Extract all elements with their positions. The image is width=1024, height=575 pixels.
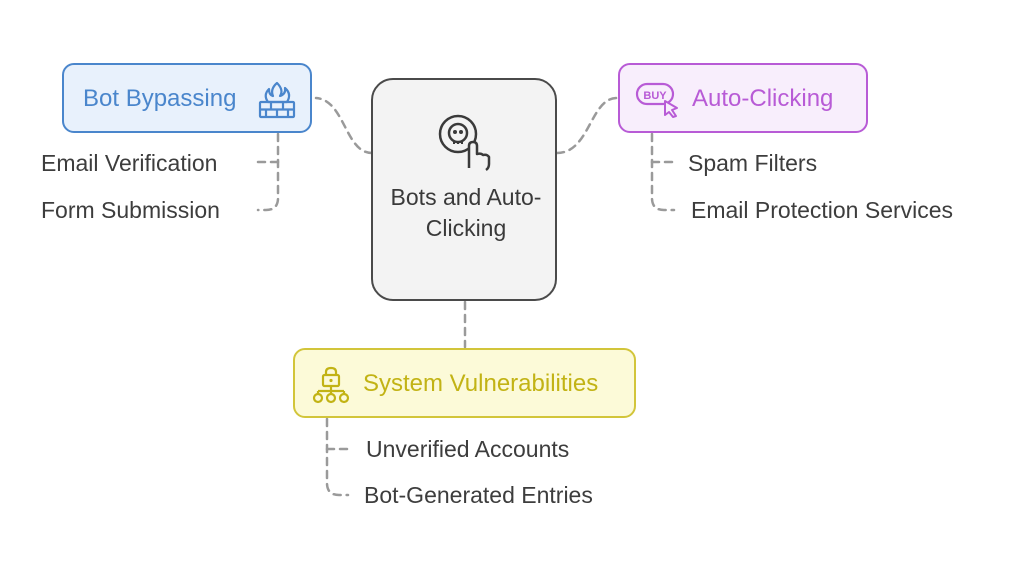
svg-text:BUY: BUY (643, 90, 667, 102)
connector-center-auto (555, 96, 619, 155)
network-lock-icon (312, 366, 350, 404)
center-node: Bots and Auto-Clicking (371, 78, 557, 301)
firewall-fire-icon (258, 81, 296, 119)
connector-bot-items (256, 132, 280, 212)
skull-click-icon (438, 114, 491, 172)
bot-bypassing-item: Email Verification (41, 150, 218, 176)
connector-sys-items (325, 417, 350, 497)
auto-clicking-node: BUY Auto-Clicking (618, 63, 868, 133)
buy-cursor-icon: BUY (635, 82, 678, 118)
auto-clicking-item: Email Protection Services (691, 197, 954, 223)
system-vulnerabilities-node: System Vulnerabilities (293, 348, 636, 418)
auto-clicking-label: Auto-Clicking (692, 85, 834, 112)
system-vulnerabilities-item: Bot-Generated Entries (364, 482, 593, 508)
center-title: Bots and Auto-Clicking (390, 184, 542, 241)
connector-center-bot (314, 96, 374, 155)
system-vulnerabilities-item: Unverified Accounts (366, 436, 570, 462)
system-vulnerabilities-label: System Vulnerabilities (363, 370, 599, 397)
auto-clicking-item: Spam Filters (688, 150, 818, 176)
bot-bypassing-label: Bot Bypassing (83, 85, 237, 112)
bot-bypassing-item: Form Submission (41, 197, 220, 223)
bot-bypassing-node: Bot Bypassing (62, 63, 312, 133)
connector-auto-items (650, 132, 676, 212)
